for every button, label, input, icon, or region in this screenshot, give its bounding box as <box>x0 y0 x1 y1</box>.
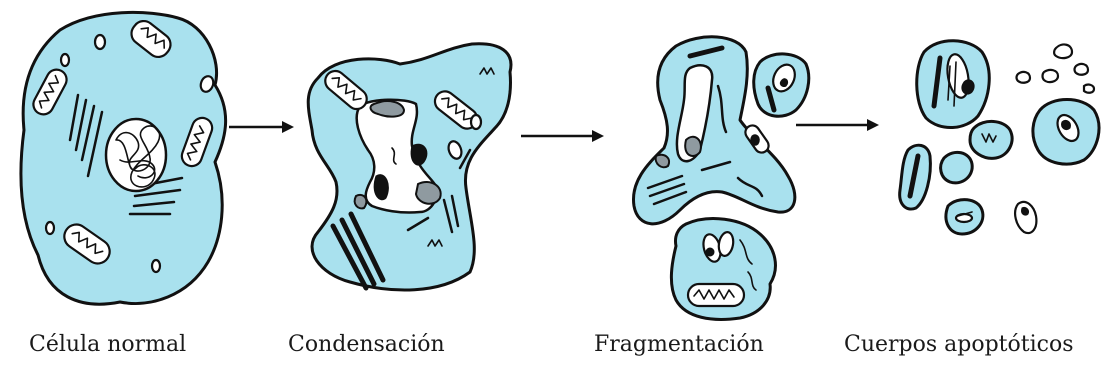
stage-label-condensation: Condensación <box>288 331 445 359</box>
arrow-3 <box>796 119 879 131</box>
arrow-1 <box>229 121 294 133</box>
fragmenting-cell <box>633 37 808 320</box>
condensed-cell <box>308 44 511 290</box>
stage-label-apoptotic-bodies: Cuerpos apoptóticos <box>844 331 1074 359</box>
arrow-2 <box>521 130 604 142</box>
apoptotic-bodies <box>900 41 1099 234</box>
stage-label-fragmentation: Fragmentación <box>594 331 764 359</box>
chromatin-dark <box>411 144 427 165</box>
normal-cell <box>21 12 226 304</box>
stage-label-normal: Célula normal <box>29 331 186 359</box>
